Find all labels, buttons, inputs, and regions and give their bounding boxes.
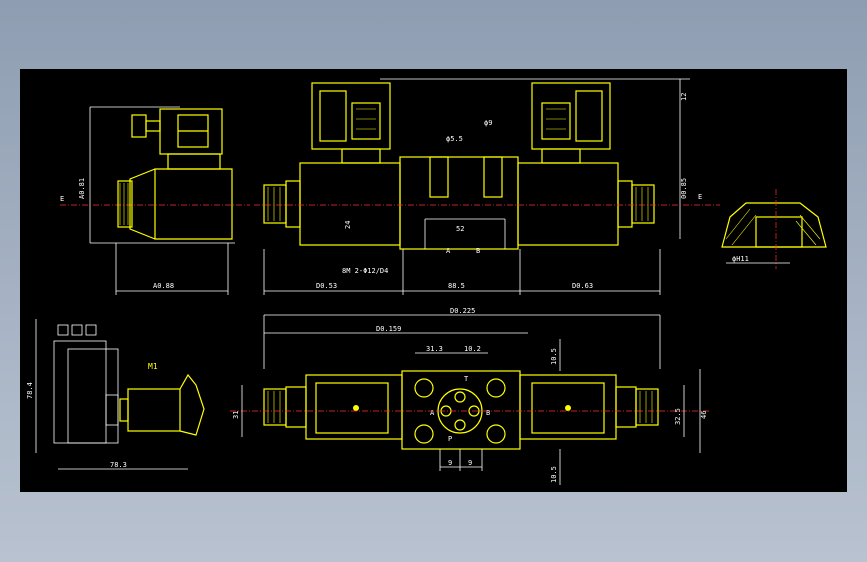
left-height-dim: 78.4	[26, 382, 34, 399]
top-view: D0.225 D0.159 31.3 10.2 A B P T	[230, 307, 710, 485]
front-port-b: B	[476, 247, 480, 255]
front-top-dim: 12	[680, 93, 688, 101]
top-dim-left: 31	[232, 411, 240, 419]
side-height-dim: A0.81	[78, 178, 86, 199]
front-phi-b: ϕ9	[484, 119, 492, 127]
top-dim-bot-1: 9	[448, 459, 452, 467]
front-arrow-label: E	[698, 193, 702, 201]
front-dim-52: 52	[456, 225, 464, 233]
left-width-dim: 78.3	[110, 461, 127, 469]
section-view: ϕH11	[721, 189, 827, 269]
top-dim-r1: 32.5	[674, 408, 682, 425]
front-hole-note: 8M 2-Φ12/D4	[342, 267, 388, 275]
top-port-p: P	[448, 435, 452, 443]
top-port-b: B	[486, 409, 490, 417]
drawing-canvas: A0.81 A0.88 E 12 00.85	[20, 69, 847, 492]
front-height-dim: 00.85	[680, 178, 688, 199]
section-dim: ϕH11	[732, 255, 749, 263]
side-view: A0.81 A0.88 E	[60, 106, 250, 295]
side-width-dim: A0.88	[153, 282, 174, 290]
top-port-t: T	[464, 375, 469, 383]
front-dim-24: 24	[344, 221, 352, 229]
cad-drawing: A0.81 A0.88 E 12 00.85	[26, 78, 827, 485]
side-arrow-label: E	[60, 195, 64, 203]
left-view: 78.4 78.3 M1	[26, 319, 205, 470]
top-dim-b: 10.2	[464, 345, 481, 353]
top-dim-total: D0.225	[450, 307, 475, 315]
top-dim-bot-2: 9	[468, 459, 472, 467]
front-port-a: A	[446, 247, 451, 255]
front-dim-mid: 88.5	[448, 282, 465, 290]
top-dim-inner: D0.159	[376, 325, 401, 333]
top-dim-c: 10.5	[550, 348, 558, 365]
top-dim-a: 31.3	[426, 345, 443, 353]
top-dim-r2: 46	[700, 411, 708, 419]
front-view: 12 00.85 ϕ5.5 ϕ9 52 24 A	[254, 78, 720, 295]
front-dim-left: D0.53	[316, 282, 337, 290]
front-phi-a: ϕ5.5	[446, 135, 463, 143]
left-label: M1	[148, 362, 158, 371]
top-port-a: A	[430, 409, 435, 417]
front-dim-right: D0.63	[572, 282, 593, 290]
top-dim-d: 10.5	[550, 466, 558, 483]
